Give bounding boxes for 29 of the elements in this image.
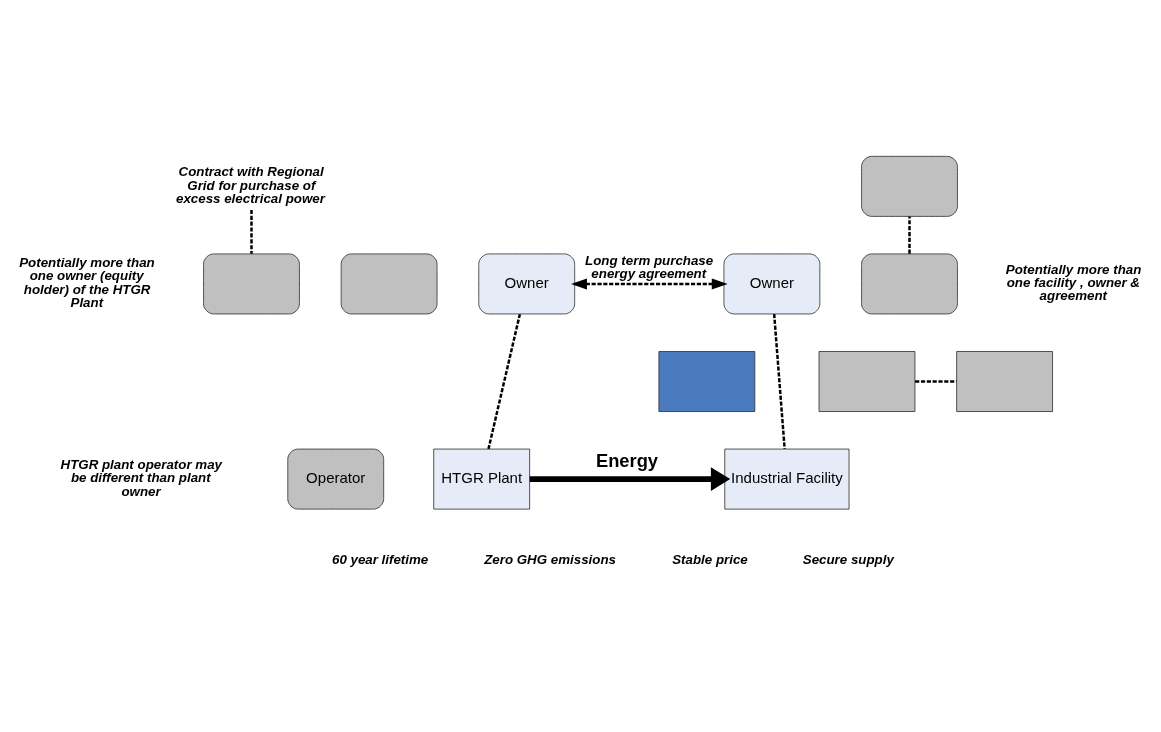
node-text: Contract with Regional Grid for purchase of excess electrical power bbox=[176, 163, 325, 206]
node-box: Owner bbox=[723, 253, 821, 314]
node-box bbox=[818, 350, 916, 412]
node-box: Industrial Facility bbox=[724, 448, 850, 510]
connector bbox=[915, 379, 957, 383]
label: 60 year lifetime bbox=[331, 551, 429, 567]
node-box: HTGR Plant bbox=[433, 448, 531, 510]
node-box: Operator bbox=[287, 448, 385, 510]
node-box bbox=[861, 253, 958, 314]
node-box bbox=[203, 253, 300, 314]
edge-label: Energy bbox=[595, 449, 659, 471]
node-box bbox=[340, 253, 438, 314]
connector bbox=[772, 313, 786, 449]
label: Potentially more than one facility , owner & agreement bbox=[1005, 261, 1142, 303]
arrow bbox=[529, 466, 731, 491]
label: Zero GHG emissions bbox=[484, 551, 617, 567]
label: Potentially more than one owner (equity holder) of the HTGR Plant bbox=[19, 254, 155, 310]
edge-label: Long term purchase energy agreement bbox=[585, 252, 714, 281]
node-box: Owner bbox=[478, 253, 576, 314]
label: HTGR plant operator may be different than plant owner bbox=[60, 456, 222, 499]
node-box bbox=[956, 350, 1053, 412]
node-box bbox=[861, 155, 958, 217]
connector bbox=[250, 209, 253, 254]
connector bbox=[487, 313, 522, 449]
label: Stable price bbox=[672, 551, 748, 567]
label: Secure supply bbox=[802, 551, 894, 567]
connector bbox=[908, 216, 911, 254]
arrow bbox=[571, 277, 728, 289]
node-box bbox=[658, 350, 756, 412]
